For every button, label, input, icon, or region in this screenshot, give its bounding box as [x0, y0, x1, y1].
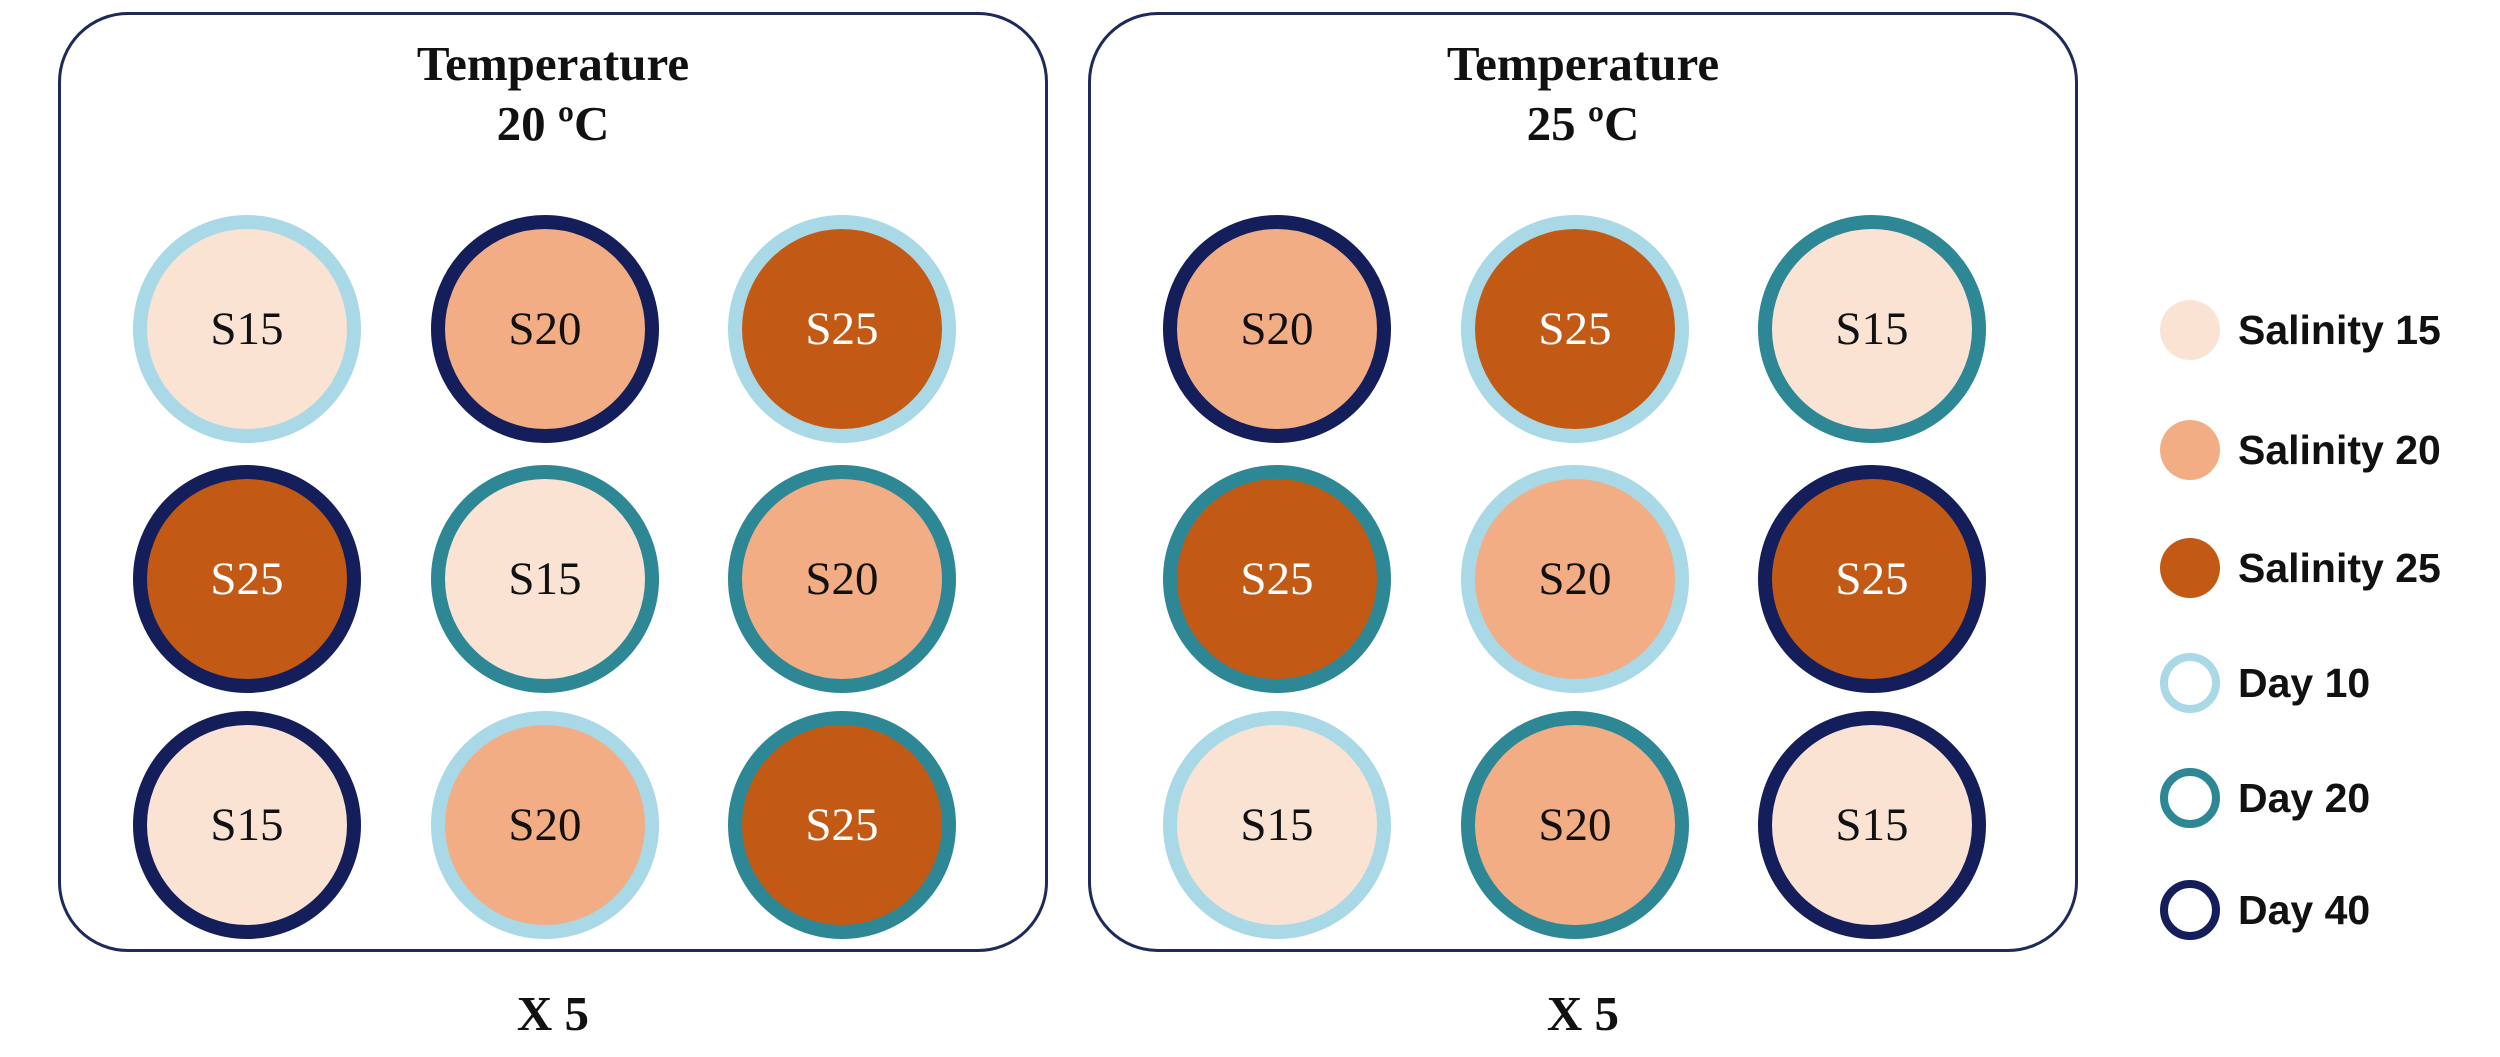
panel-temperature-value: 20 ºC	[496, 96, 610, 151]
filled-circle-icon	[2160, 420, 2220, 480]
filled-circle-icon	[2160, 538, 2220, 598]
culture-dish-s25-day-20: S25	[1163, 465, 1391, 693]
legend-label: Salinity 15	[2238, 307, 2441, 353]
legend-item-salinity-20: Salinity 20	[2160, 410, 2500, 490]
filled-circle-icon	[2160, 300, 2220, 360]
culture-dish-s20-day-20: S20	[728, 465, 956, 693]
culture-dish-s15-day-10: S15	[133, 215, 361, 443]
legend-item-day-10: Day 10	[2160, 643, 2500, 723]
panel-title: Temperature	[416, 36, 690, 91]
culture-dish-s25-day-10: S25	[728, 215, 956, 443]
panel-title: Temperature	[1446, 36, 1720, 91]
legend-item-salinity-25: Salinity 25	[2160, 528, 2500, 608]
culture-dish-s15-day-10: S15	[1163, 711, 1391, 939]
culture-dish-s20-day-40: S20	[431, 215, 659, 443]
culture-dish-s20-day-10: S20	[431, 711, 659, 939]
replicate-multiplier: X 5	[516, 986, 590, 1041]
culture-dish-s15-day-20: S15	[1758, 215, 1986, 443]
culture-dish-s15-day-20: S15	[431, 465, 659, 693]
legend-label: Day 40	[2238, 887, 2371, 933]
culture-dish-s20-day-20: S20	[1461, 711, 1689, 939]
ring-icon	[2160, 880, 2220, 940]
culture-dish-s15-day-40: S15	[133, 711, 361, 939]
legend-label: Day 20	[2238, 775, 2371, 821]
culture-dish-s25-day-40: S25	[1758, 465, 1986, 693]
legend-item-day-40: Day 40	[2160, 870, 2500, 950]
culture-dish-s25-day-40: S25	[133, 465, 361, 693]
ring-icon	[2160, 768, 2220, 828]
culture-dish-s25-day-20: S25	[728, 711, 956, 939]
legend-item-salinity-15: Salinity 15	[2160, 290, 2500, 370]
panel-temperature-value: 25 ºC	[1526, 96, 1640, 151]
ring-icon	[2160, 653, 2220, 713]
legend-item-day-20: Day 20	[2160, 758, 2500, 838]
culture-dish-s15-day-40: S15	[1758, 711, 1986, 939]
legend-label: Day 10	[2238, 660, 2371, 706]
culture-dish-s20-day-40: S20	[1163, 215, 1391, 443]
culture-dish-s20-day-10: S20	[1461, 465, 1689, 693]
replicate-multiplier: X 5	[1546, 986, 1620, 1041]
legend-label: Salinity 20	[2238, 427, 2441, 473]
legend-label: Salinity 25	[2238, 545, 2441, 591]
culture-dish-s25-day-10: S25	[1461, 215, 1689, 443]
